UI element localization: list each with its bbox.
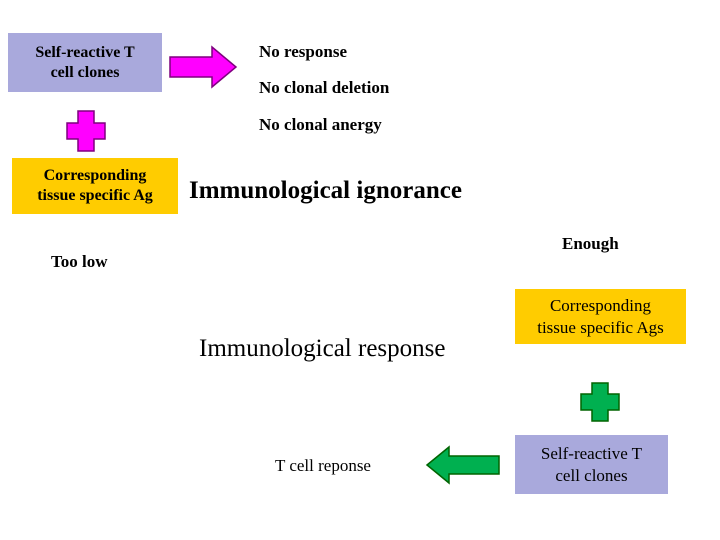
left-arrow-icon — [425, 445, 500, 485]
plus-icon — [66, 110, 106, 152]
no-response-text: No response — [259, 42, 347, 61]
tissue-specific-ag-box-top: Corresponding tissue specific Ag — [12, 158, 178, 214]
self-reactive-t-cell-box-bottom: Self-reactive T cell clones — [515, 435, 668, 494]
no-clonal-deletion-text: No clonal deletion — [259, 78, 390, 97]
self-reactive-t-cell-box-top: Self-reactive T cell clones — [8, 33, 162, 92]
immunological-response-title: Immunological response — [199, 335, 446, 362]
right-arrow-icon — [169, 45, 238, 89]
enough-label: Enough — [562, 234, 619, 253]
immunological-ignorance-title: Immunological ignorance — [189, 177, 462, 204]
tissue-specific-ags-box-bottom: Corresponding tissue specific Ags — [515, 289, 686, 344]
plus-icon — [580, 382, 620, 422]
too-low-label: Too low — [51, 252, 108, 271]
no-clonal-anergy-text: No clonal anergy — [259, 115, 382, 134]
t-cell-response-text: T cell reponse — [275, 456, 371, 475]
